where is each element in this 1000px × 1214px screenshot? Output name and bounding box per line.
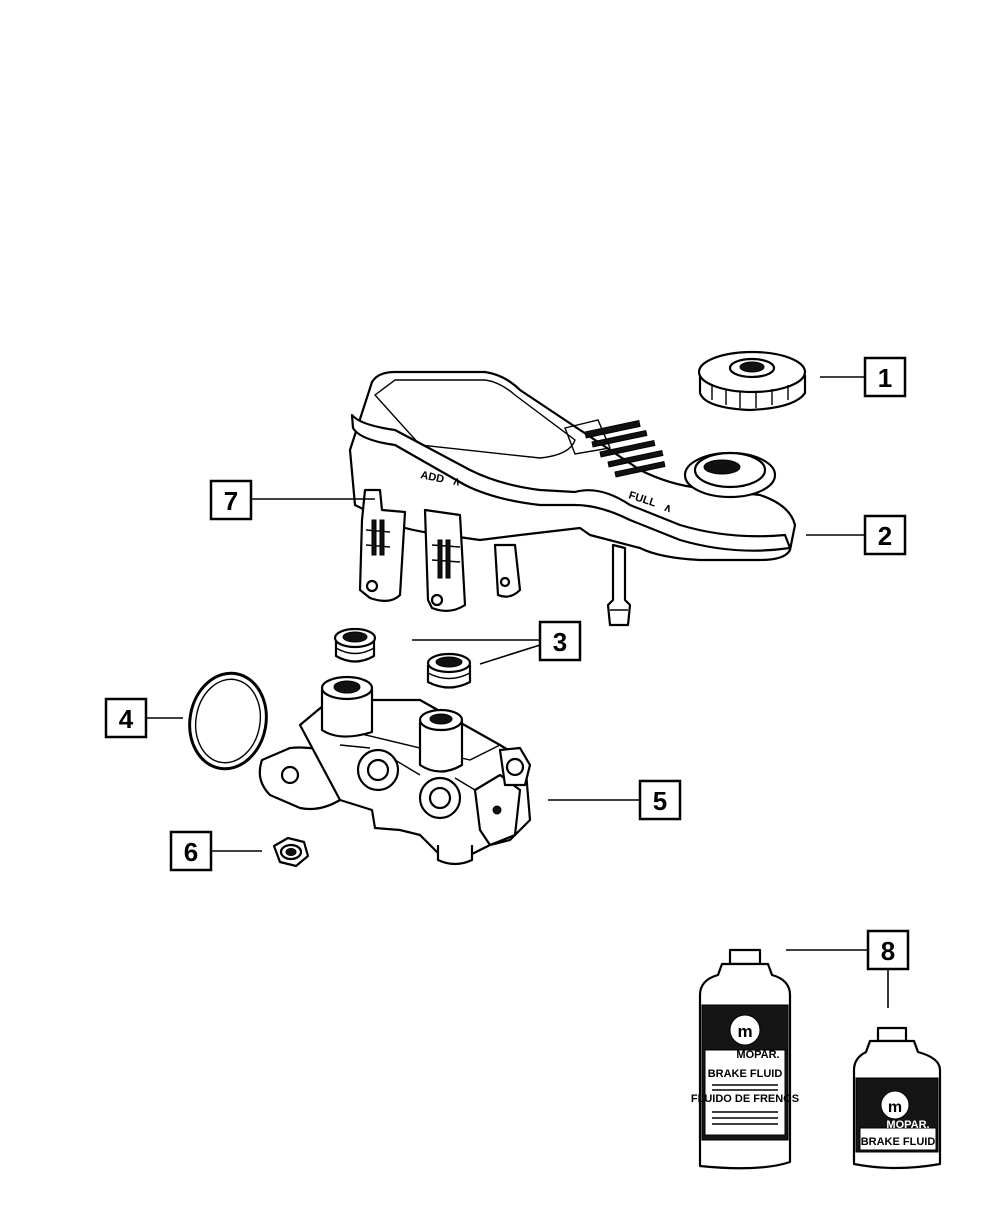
master-cylinder	[258, 675, 532, 866]
small-bottle-brand: MOPAR.	[886, 1119, 929, 1131]
callout-3: 3	[538, 620, 582, 662]
grommet-right	[426, 652, 472, 689]
callout-6-label: 6	[184, 837, 198, 867]
callout-1: 1	[863, 356, 907, 398]
callout-4: 4	[104, 697, 148, 739]
callout-3-label: 3	[553, 627, 567, 657]
reservoir-add-arrow: ∧	[451, 475, 461, 488]
flange-nut	[272, 836, 310, 868]
o-ring	[188, 671, 268, 771]
reservoir-cap	[697, 350, 807, 412]
grommet-left	[333, 627, 377, 663]
svg-text:m: m	[888, 1099, 902, 1116]
callout-6: 6	[169, 830, 213, 872]
callout-8: 8	[866, 929, 910, 971]
reservoir-full-arrow: ∧	[662, 501, 673, 515]
brake-fluid-bottle-large: m MOPAR. BRAKE FLUID FLUIDO DE FRENOS	[691, 948, 799, 1170]
callout-8-label: 8	[881, 936, 895, 966]
reservoir: ADD ∧ FULL ∧	[348, 370, 797, 627]
reservoir-add-mark: ADD	[419, 469, 445, 486]
large-bottle-subtitle: FLUIDO DE FRENOS	[691, 1093, 799, 1105]
brake-fluid-bottle-small: m MOPAR. BRAKE FLUID	[852, 1026, 942, 1170]
callout-5-label: 5	[653, 786, 667, 816]
large-bottle-fine-print	[712, 1084, 778, 1125]
callout-2-label: 2	[878, 521, 892, 551]
svg-text:m: m	[737, 1022, 752, 1041]
leader-lines	[146, 376, 889, 1008]
small-bottle-title: BRAKE FLUID	[861, 1136, 936, 1148]
large-bottle-brand: MOPAR.	[736, 1049, 779, 1061]
callout-2: 2	[863, 514, 907, 556]
callout-7-label: 7	[224, 486, 238, 516]
callout-5: 5	[638, 779, 682, 821]
large-bottle-title: BRAKE FLUID	[708, 1068, 783, 1080]
callout-4-label: 4	[119, 704, 134, 734]
callout-1-label: 1	[878, 363, 892, 393]
callout-7: 7	[209, 479, 253, 521]
